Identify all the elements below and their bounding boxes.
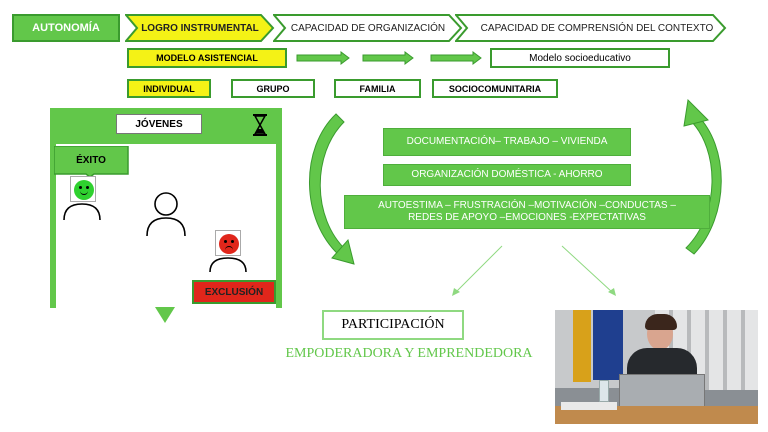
speaker-video <box>555 310 758 424</box>
exclusion-box: EXCLUSIÓN <box>192 280 276 304</box>
level-label: SOCIOCOMUNITARIA <box>448 83 542 94</box>
person-icon <box>146 192 186 237</box>
step-label: LOGRO INSTRUMENTAL <box>141 22 259 34</box>
box-autoestima-line1: AUTOESTIMA – FRUSTRACIÓN –MOTIVACIÓN –CO… <box>378 200 676 211</box>
chevron-shape <box>273 14 463 42</box>
autonomia-label: AUTONOMÍA <box>32 22 100 34</box>
level-label: GRUPO <box>256 83 290 94</box>
person-icon <box>63 203 101 221</box>
chevron-shape <box>455 14 727 42</box>
box-organizacion-label: ORGANIZACIÓN DOMÉSTICA - AHORRO <box>411 169 603 180</box>
sad-face-icon <box>215 230 241 256</box>
modelo-socioeducativo-label: Modelo socioeducativo <box>529 52 631 64</box>
jovenes-title: JÓVENES <box>116 114 202 134</box>
happy-face-icon <box>70 176 96 202</box>
exclusion-label: EXCLUSIÓN <box>204 286 264 298</box>
jovenes-panel: JÓVENES ÉXITO EXCLUSIÓN <box>50 108 282 308</box>
thin-arrows <box>452 245 616 296</box>
glass-icon <box>599 380 609 402</box>
level-individual: INDIVIDUAL <box>127 79 211 98</box>
participacion-label: PARTICIPACIÓN <box>341 317 445 332</box>
nameplate <box>561 402 617 410</box>
step-label: CAPACIDAD DE COMPRENSIÓN DEL CONTEXTO <box>480 22 714 34</box>
desk <box>555 406 758 424</box>
box-documentacion: DOCUMENTACIÓN– TRABAJO – VIVIENDA <box>383 128 631 156</box>
jovenes-label: JÓVENES <box>135 118 183 130</box>
step-logro-instrumental: LOGRO INSTRUMENTAL <box>125 14 275 42</box>
step-label: CAPACIDAD DE ORGANIZACIÓN <box>290 22 446 34</box>
modelo-asistencial-label: MODELO ASISTENCIAL <box>156 53 258 63</box>
cycle-arrow-right <box>683 98 722 255</box>
flag-pole <box>573 310 591 382</box>
level-sociocomunitaria: SOCIOCOMUNITARIA <box>432 79 558 98</box>
modelo-asistencial-box: MODELO ASISTENCIAL <box>127 48 287 68</box>
autonomia-box: AUTONOMÍA <box>12 14 120 42</box>
step-capacidad-organizacion: CAPACIDAD DE ORGANIZACIÓN <box>273 14 463 42</box>
flag-icon <box>593 310 623 380</box>
level-familia: FAMILIA <box>334 79 421 98</box>
step-capacidad-comprension: CAPACIDAD DE COMPRENSIÓN DEL CONTEXTO <box>455 14 727 42</box>
exito-label: ÉXITO <box>76 154 106 166</box>
chevron-shape <box>125 14 275 42</box>
arrows-row <box>296 51 482 65</box>
level-label: INDIVIDUAL <box>143 83 195 94</box>
box-organizacion-domestica: ORGANIZACIÓN DOMÉSTICA - AHORRO <box>383 164 631 186</box>
arrow-icon <box>296 51 350 65</box>
exito-callout <box>54 146 129 178</box>
panel-pointer <box>155 307 175 323</box>
box-autoestima-line2: REDES DE APOYO –EMOCIONES -EXPECTATIVAS <box>408 212 646 223</box>
laptop-icon <box>619 374 705 410</box>
level-label: FAMILIA <box>359 83 396 94</box>
modelo-socioeducativo-box: Modelo socioeducativo <box>490 48 670 68</box>
box-documentacion-label: DOCUMENTACIÓN– TRABAJO – VIVIENDA <box>406 136 608 147</box>
box-autoestima: AUTOESTIMA – FRUSTRACIÓN –MOTIVACIÓN –CO… <box>344 195 710 229</box>
arrow-icon <box>362 51 414 65</box>
empoderadora-text: EMPODERADORA Y EMPRENDEDORA <box>285 346 533 361</box>
cycle-arrow-left <box>309 113 355 265</box>
speaker-hair <box>645 314 677 330</box>
arrow-icon <box>430 51 482 65</box>
hourglass-icon <box>253 114 267 136</box>
person-icon <box>209 257 247 273</box>
participacion-box: PARTICIPACIÓN <box>322 310 464 340</box>
level-grupo: GRUPO <box>231 79 315 98</box>
